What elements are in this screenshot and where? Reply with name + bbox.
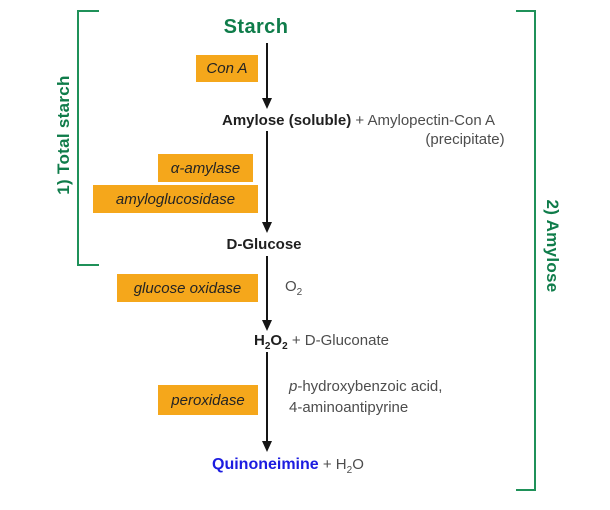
- enzyme-box-glucose-oxidase: glucose oxidase: [117, 274, 258, 302]
- total-starch-label: 1) Total starch: [54, 75, 73, 195]
- plus-sign: +: [322, 456, 332, 473]
- enzyme-label-amyloglucosidase: amyloglucosidase: [115, 190, 236, 208]
- arrow-h2o2-to-quinoneimine: [266, 352, 268, 442]
- arrow-starch-to-amylose: [266, 43, 268, 99]
- amylopectin-con-a-text: Amylopectin-Con A: [367, 112, 496, 129]
- enzyme-label-con-a: Con A: [206, 60, 248, 77]
- amylose-soluble-line: Amylose (soluble) + Amylopectin-Con A: [222, 112, 495, 129]
- h2o2-formula: H2O2: [254, 332, 288, 352]
- final-products-line: Quinoneimine + H2O: [212, 456, 364, 476]
- enzyme-label-alpha-amylase: α-amylase: [170, 159, 241, 177]
- oxygen-subscript: 2: [296, 287, 303, 298]
- diagram-title-starch: Starch: [223, 16, 289, 38]
- enzyme-box-alpha-amylase: α-amylase: [158, 154, 253, 182]
- amylose-soluble-text: Amylose (soluble): [222, 112, 352, 129]
- reagent-line-2: 4-aminoantipyrine: [289, 399, 409, 416]
- water-formula: H2O: [335, 456, 364, 476]
- reagent-line-1: p-hydroxybenzoic acid,: [289, 378, 442, 395]
- arrow-amylose-to-glucose: [266, 131, 268, 223]
- amylose-label: 2) Amylose: [543, 199, 562, 293]
- d-glucose-text: D-Glucose: [226, 236, 302, 253]
- enzyme-box-amyloglucosidase: amyloglucosidase: [93, 185, 258, 213]
- enzyme-label-peroxidase: peroxidase: [171, 391, 245, 409]
- quinoneimine-text: Quinoneimine: [212, 456, 319, 473]
- enzyme-label-glucose-oxidase: glucose oxidase: [133, 279, 242, 297]
- plus-sign: +: [355, 112, 365, 129]
- total-starch-bracket: [77, 10, 99, 266]
- h2o2-line: H2O2 + D-Gluconate: [254, 332, 389, 352]
- enzyme-box-peroxidase: peroxidase: [158, 385, 258, 415]
- hydroxybenzoic-text: -hydroxybenzoic acid,: [297, 378, 443, 395]
- p-prefix: p: [289, 378, 298, 395]
- amylose-bracket: [516, 10, 536, 491]
- enzyme-box-con-a: Con A: [196, 55, 258, 82]
- arrow-glucose-to-h2o2: [266, 256, 268, 321]
- precipitate-text: (precipitate): [425, 131, 505, 148]
- oxygen-symbol: O: [285, 278, 297, 295]
- oxygen-label: O2: [285, 278, 302, 298]
- plus-sign: +: [291, 332, 301, 349]
- d-gluconate-text: D-Gluconate: [304, 332, 389, 349]
